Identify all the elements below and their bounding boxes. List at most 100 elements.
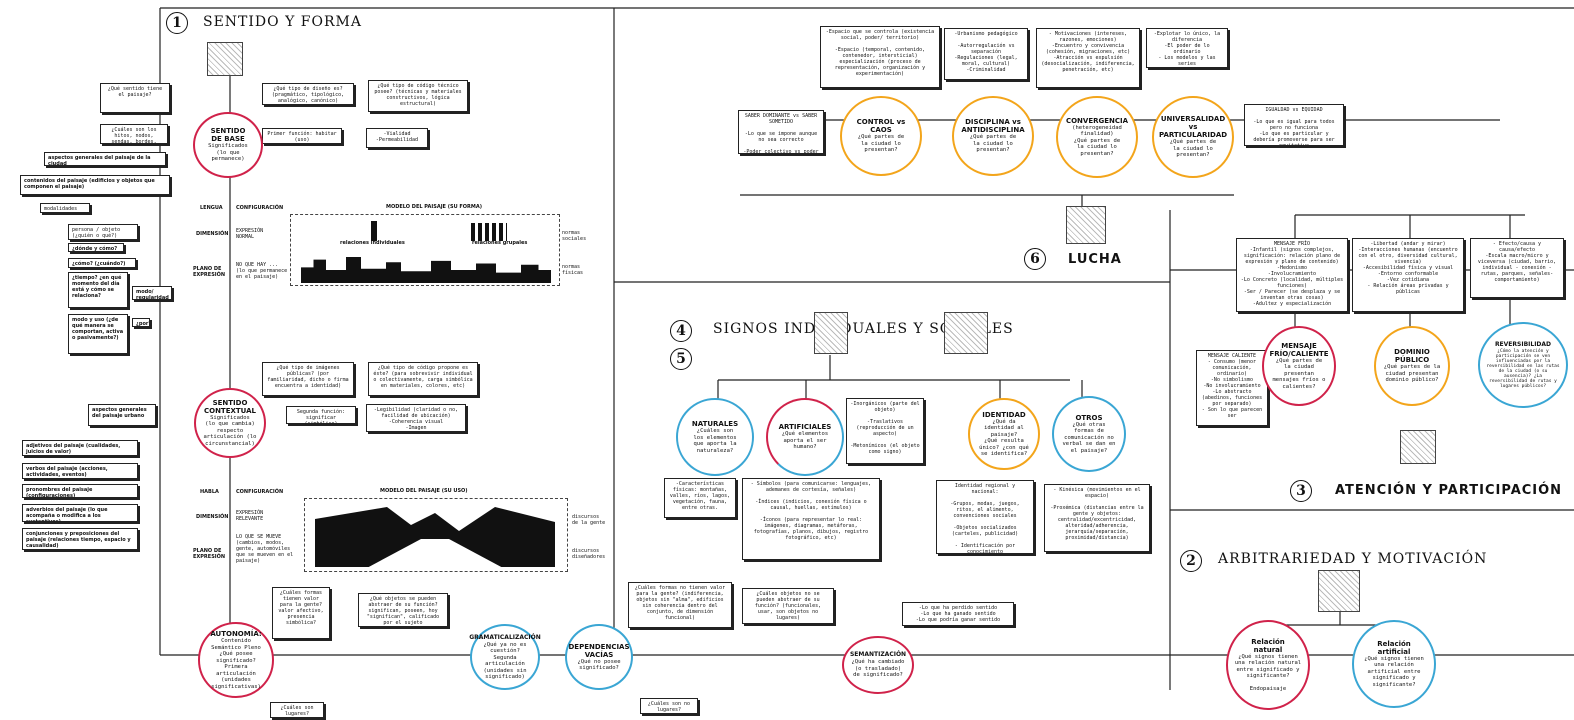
section-3-title: ATENCIÓN Y PARTICIPACIÓN bbox=[1335, 483, 1563, 498]
column-label: CONFIGURACIÓN bbox=[236, 205, 284, 211]
question-box: ¿Qué tipo de código técnico posee? (técn… bbox=[368, 80, 468, 112]
info-box: -Urbanismo pedagógico -Autorregulación v… bbox=[944, 28, 1028, 80]
question-box: ¿Cuáles son los hitos, nodos, sendas, bo… bbox=[100, 124, 168, 144]
info-box: - Kinésica (movimientos en el espacio) -… bbox=[1044, 484, 1150, 552]
column-label: EXPRESIÓN NORMAL bbox=[236, 228, 264, 240]
section-6-number: 6 bbox=[1024, 248, 1046, 270]
column-label: CONFIGURACIÓN bbox=[236, 489, 284, 495]
list-item: modo/ regularidad bbox=[132, 286, 172, 300]
question-box: ¿Qué tipo de código propone es éste? (pa… bbox=[368, 362, 478, 396]
question-box: ¿Cuáles son lugares? bbox=[270, 702, 324, 718]
list-item: ¿cómo? (¿cuándo?) bbox=[68, 258, 136, 268]
concept-circle-disciplina: DISCIPLINA vs ANTIDISCIPLINA ¿Qué partes… bbox=[952, 96, 1034, 176]
info-box: IGUALDAD vs EQUIDAD -Lo que es igual par… bbox=[1244, 104, 1344, 146]
sketch-thumbnail bbox=[1318, 570, 1360, 612]
question-box: ¿Cuáles objetos no se pueden abstraer de… bbox=[742, 588, 834, 624]
concept-circle-artificiales: ARTIFICIALES ¿Qué elementos aporta el se… bbox=[766, 398, 844, 476]
concept-circle-autonomia: AUTONOMÍA: Contenido Semántico Pleno ¿Qu… bbox=[198, 622, 274, 698]
section-1-title: SENTIDO Y FORMA bbox=[203, 14, 362, 30]
table-header: MODELO DEL PAISAJE (SU USO) bbox=[380, 488, 468, 494]
sketch-thumbnail bbox=[814, 312, 848, 354]
list-item: ¿por? bbox=[132, 318, 150, 327]
concept-circle-dependencias: DEPENDENCIAS VACÍAS ¿Qué no posee signif… bbox=[565, 624, 633, 690]
info-box: - Símbolos (para comunicarse: lenguajes,… bbox=[742, 478, 880, 560]
section-4-number: 4 bbox=[670, 320, 692, 342]
concept-circle-mensaje: MENSAJE FRÍO/CALIENTE ¿Qué partes de la … bbox=[1262, 326, 1336, 406]
concept-circle-gramaticalizacion: GRAMATICALIZACIÓN ¿Qué ya no es cuestión… bbox=[469, 624, 541, 690]
question-box: -Legibilidad (claridad o no, facilidad d… bbox=[366, 404, 466, 432]
question-box: Segunda función: significar (simbólico) bbox=[286, 406, 356, 424]
concept-circle-naturales: NATURALES ¿Cuáles son los elementos que … bbox=[676, 398, 754, 476]
row-label: DIMENSIÓN bbox=[196, 231, 229, 237]
concept-circle-dominio-publico: DOMINIO PÚBLICO ¿Qué partes de la ciudad… bbox=[1374, 326, 1450, 406]
sketch-thumbnail bbox=[1400, 430, 1436, 464]
info-box: Identidad regional y nacional: -Grupos, … bbox=[936, 480, 1034, 554]
column-label: NO QUE HAY ... (lo que permanece en el p… bbox=[236, 262, 288, 280]
question-box: -Lo que ha perdido sentido -Lo que ha ga… bbox=[902, 602, 1014, 626]
list-item: aspectos generales del paisaje de la ciu… bbox=[44, 152, 166, 166]
column-label: EXPRESIÓN RELEVANTE bbox=[236, 510, 264, 522]
list-item: adverbios del paisaje (lo que acompaña o… bbox=[22, 504, 138, 522]
question-box: ¿Qué tipo de imágenes públicas? (por fam… bbox=[262, 362, 354, 396]
row-label: HABLA bbox=[200, 489, 219, 495]
info-box: -Explotar lo único, la diferencia -El po… bbox=[1146, 28, 1228, 68]
side-label: discursos diseñadores bbox=[572, 548, 606, 560]
info-box: - Efecto/causa y causa/efecto -Escala ma… bbox=[1470, 238, 1564, 298]
concept-circle-convergencia: CONVERGENCIA (heterogeneidad finalidad) … bbox=[1056, 96, 1138, 178]
concept-circle-control-caos: CONTROL vs CAOS ¿Qué partes de la ciudad… bbox=[840, 96, 922, 176]
section-5-number: 5 bbox=[670, 348, 692, 370]
question-box: Primer función: habitar (uso) bbox=[262, 128, 342, 144]
list-item: contenidos del paisaje (edificios y obje… bbox=[20, 175, 170, 195]
list-item: modalidades bbox=[40, 203, 90, 213]
table-header: MODELO DEL PAISAJE (SU FORMA) bbox=[386, 204, 483, 210]
side-label: normas sociales bbox=[562, 230, 587, 242]
section-3-number: 3 bbox=[1290, 480, 1312, 502]
section-6-title: LUCHA bbox=[1068, 252, 1122, 267]
concept-circle-semantizacion: SEMANTIZACIÓN ¿Qué ha cambiado (o trasla… bbox=[842, 636, 914, 694]
sketch-thumbnail bbox=[207, 42, 243, 76]
info-box: MENSAJE CALIENTE - Consumo (menor comuni… bbox=[1196, 350, 1268, 426]
street-sketch bbox=[304, 498, 568, 572]
question-box: ¿Qué sentido tiene el paisaje? bbox=[100, 83, 170, 113]
row-label: PLANO DE EXPRESIÓN bbox=[193, 266, 226, 278]
concept-circle-relacion-artificial: Relación artificial ¿Qué signos tienen u… bbox=[1352, 620, 1436, 708]
side-label: discursos de la gente bbox=[572, 514, 606, 526]
section-2-title: ARBITRARIEDAD Y MOTIVACIÓN bbox=[1218, 551, 1488, 567]
info-box: - Motivaciones (intereses, razones, emoc… bbox=[1036, 28, 1140, 88]
landscape-sketch bbox=[290, 214, 560, 286]
concept-circle-relacion-natural: Relación natural ¿Qué signos tienen una … bbox=[1226, 620, 1310, 710]
question-box: ¿Cuáles formas no tienen valor para la g… bbox=[628, 582, 732, 628]
question-box: ¿Cuáles formas tienen valor para la gent… bbox=[272, 587, 330, 639]
list-item: ¿dónde y cómo? bbox=[68, 243, 124, 252]
side-label: normas físicas bbox=[562, 264, 584, 276]
concept-circle-sentido-base: SENTIDO DE BASE Significados (lo que per… bbox=[193, 112, 263, 178]
info-box: -Características físicas: montañas, vall… bbox=[664, 478, 736, 518]
list-item: aspectos generales del paisaje urbano bbox=[88, 404, 156, 426]
concept-circle-otros: OTROS ¿Qué otras formas de comunicación … bbox=[1052, 396, 1126, 472]
row-label: PLANO DE EXPRESIÓN bbox=[193, 548, 226, 560]
section-4-title: SIGNOS INDIVIDUALES Y SOCIALES bbox=[713, 321, 1014, 337]
row-label: LENGUA bbox=[200, 205, 223, 211]
sketch-label: relaciones individuales bbox=[340, 240, 405, 246]
list-item: modo y uso (¿de qué manera se comportan,… bbox=[68, 314, 128, 354]
question-box: ¿Qué objetos se pueden abstraer de su fu… bbox=[358, 593, 448, 627]
sketch-thumbnail bbox=[944, 312, 988, 354]
question-box: ¿Cuáles son no lugares? bbox=[640, 698, 698, 714]
row-label: DIMENSIÓN bbox=[196, 514, 229, 520]
info-box: MENSAJE FRÍO -Infantil (signos complejos… bbox=[1236, 238, 1348, 312]
list-item: persona / objeto (¿quién o qué?) bbox=[68, 224, 138, 240]
info-box: -Libertad (andar y mirar) -Interacciones… bbox=[1352, 238, 1464, 312]
list-item: pronombres del paisaje (configuraciones) bbox=[22, 484, 138, 498]
concept-circle-reversibilidad: REVERSIBILIDAD ¿Cómo la atención y parti… bbox=[1478, 322, 1568, 408]
sketch-thumbnail bbox=[1066, 206, 1106, 244]
info-box: -Espacio que se controla (existencia soc… bbox=[820, 26, 940, 88]
concept-circle-universalidad: UNIVERSALIDAD vs PARTICULARIDAD ¿Qué par… bbox=[1152, 96, 1234, 178]
list-item: verbos del paisaje (acciones, actividade… bbox=[22, 463, 138, 479]
section-2-number: 2 bbox=[1180, 550, 1202, 572]
concept-circle-sentido-contextual: SENTIDO CONTEXTUAL Significados (lo que … bbox=[194, 388, 266, 458]
column-label: LO QUE SE MUEVE (cambios, modos, gente, … bbox=[236, 534, 294, 564]
info-box: SABER DOMINANTE vs SABER SOMETIDO -Lo qu… bbox=[738, 110, 824, 154]
question-box: ¿Qué tipo de diseño es? (pragmático, tip… bbox=[262, 83, 354, 105]
section-1-number: 1 bbox=[166, 12, 188, 34]
list-item: ¿tiempo? ¿en qué momento del día está y … bbox=[68, 272, 128, 308]
